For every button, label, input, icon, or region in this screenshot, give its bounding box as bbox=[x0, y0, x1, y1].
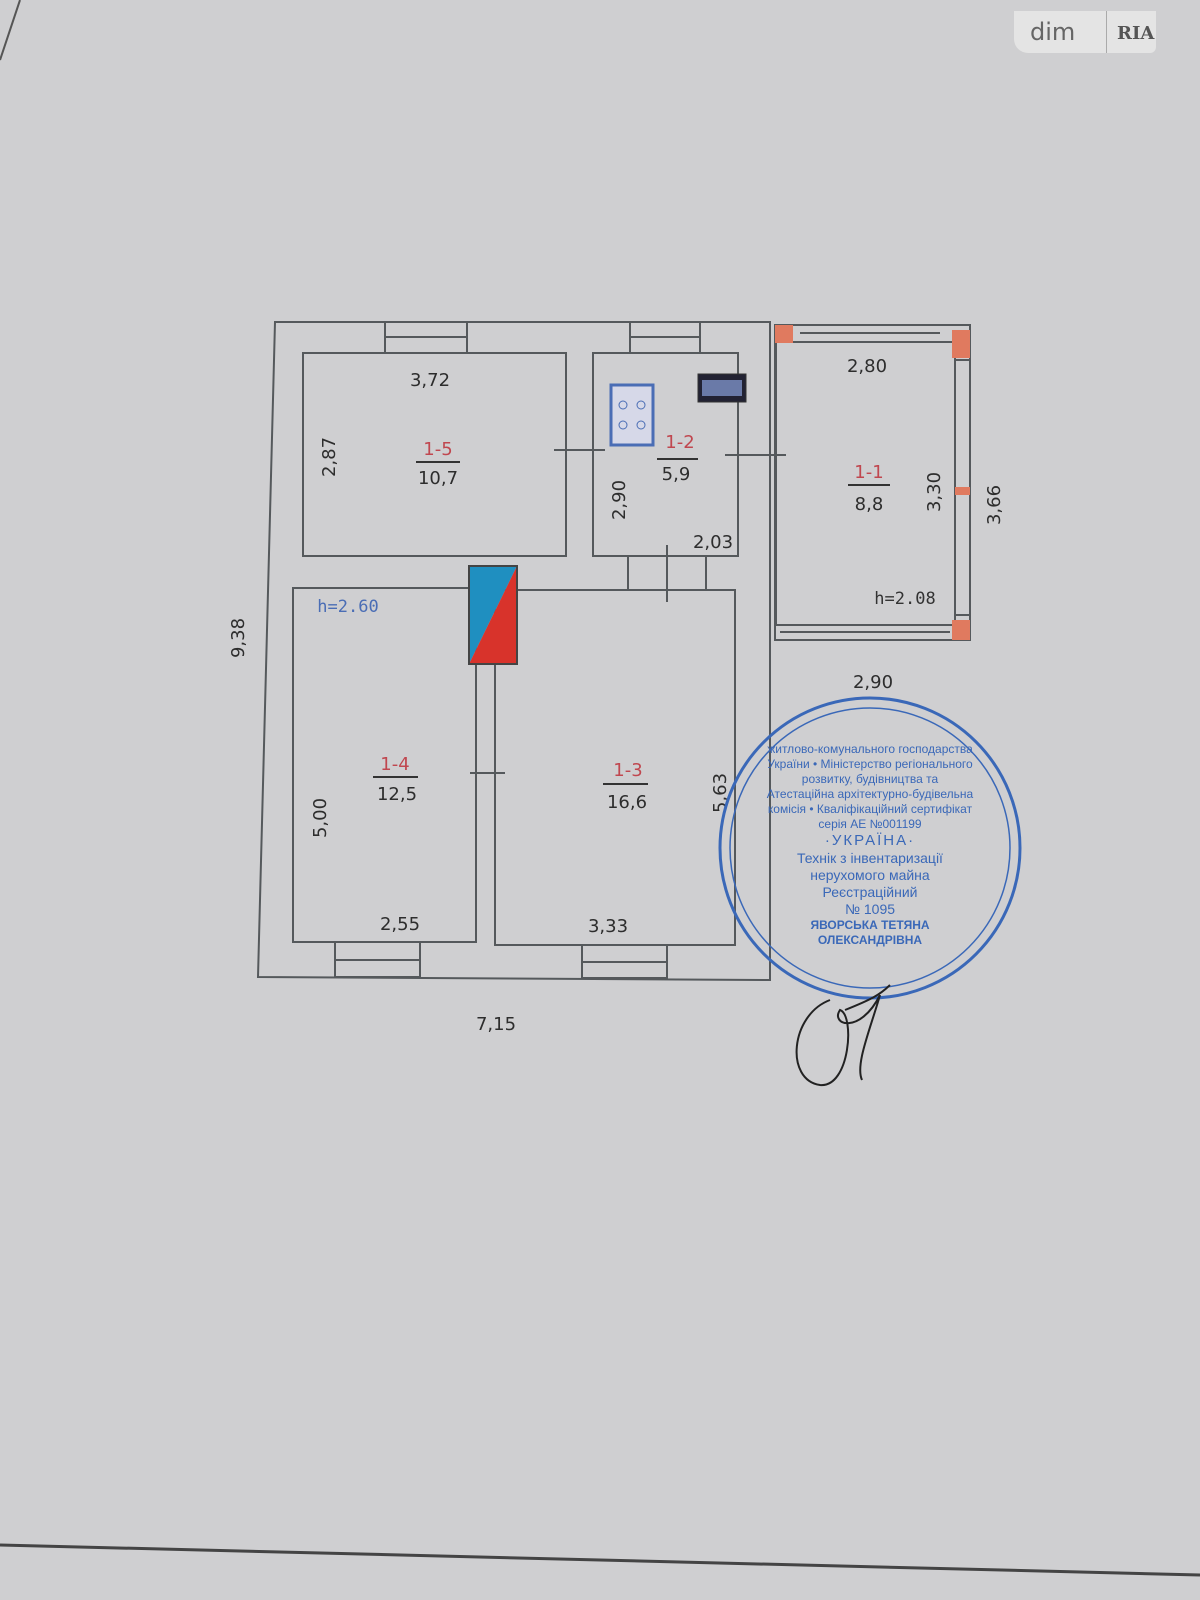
room-1-1: 1-1 8,8 2,80 2,90 3,30 3,66 h=2.08 bbox=[847, 356, 1005, 693]
room-area: 16,6 bbox=[607, 792, 647, 813]
veranda-corners bbox=[775, 325, 970, 640]
room-width: 3,33 bbox=[588, 916, 628, 937]
stamp-outer-ring: житлово-комунального господарства Україн… bbox=[767, 742, 973, 786]
page-bottom-edge bbox=[0, 1543, 1200, 1577]
room-area: 5,9 bbox=[662, 464, 691, 485]
watermark-dim: dim bbox=[1030, 18, 1076, 46]
room-1-2: 1-2 5,9 2,03 2,90 bbox=[609, 432, 733, 553]
room-id: 1-3 bbox=[613, 760, 642, 781]
room-id: 1-1 bbox=[854, 462, 883, 483]
sink-icon bbox=[697, 373, 747, 403]
watermark-ria: RIA bbox=[1106, 11, 1154, 53]
stamp-reg-number: № 1095 bbox=[844, 901, 896, 917]
room-width-bottom: 2,90 bbox=[853, 672, 893, 693]
room-width: 2,55 bbox=[380, 914, 420, 935]
room-depth-inner: 3,30 bbox=[924, 472, 945, 512]
room-depth: 5,00 bbox=[310, 798, 331, 838]
page-edge bbox=[0, 0, 21, 61]
official-stamp-rings bbox=[718, 696, 1022, 1000]
room-area: 8,8 bbox=[855, 494, 884, 515]
corner-pillar bbox=[952, 620, 970, 640]
corner-pillar bbox=[952, 330, 970, 358]
room-1-4: 1-4 12,5 2,55 5,00 h=2.60 bbox=[310, 597, 420, 935]
room-id: 1-2 bbox=[665, 432, 694, 453]
room-id: 1-5 bbox=[423, 439, 452, 460]
room-id: 1-4 bbox=[380, 754, 409, 775]
room-1-3: 1-3 16,6 3,33 5,63 bbox=[588, 760, 731, 937]
stamp-title-1: Технік з інвентаризації bbox=[797, 850, 943, 866]
corner-pillar bbox=[955, 487, 970, 495]
room-depth: 2,90 bbox=[609, 480, 630, 520]
corner-pillar bbox=[775, 325, 793, 343]
room-depth: 2,87 bbox=[319, 437, 340, 477]
room-width: 3,72 bbox=[410, 370, 450, 391]
room-1-5: 1-5 10,7 3,72 2,87 bbox=[319, 370, 460, 489]
ceiling-height: h=2.60 bbox=[317, 597, 378, 617]
overall-width: 7,15 bbox=[476, 1014, 516, 1035]
stamp-holder: ЯВОРСЬКА ТЕТЯНА ОЛЕКСАНДРІВНА bbox=[810, 918, 930, 947]
walls bbox=[256, 321, 971, 982]
stamp-reg-label: Реєстраційний bbox=[822, 884, 918, 900]
room-area: 10,7 bbox=[418, 468, 458, 489]
ceiling-height: h=2.08 bbox=[874, 589, 935, 609]
room-area: 12,5 bbox=[377, 784, 417, 805]
doorway bbox=[627, 555, 707, 591]
outer-wall bbox=[256, 321, 771, 982]
official-stamp: житлово-комунального господарства Україн… bbox=[760, 742, 980, 948]
dimria-watermark: dim RIA bbox=[1014, 11, 1156, 53]
signature bbox=[795, 984, 891, 1087]
stamp-inner-ring: Атестаційна архітектурно-будівельна комі… bbox=[766, 787, 974, 831]
stove-icon bbox=[609, 383, 655, 447]
stamp-country: ·УКРАЇНА· bbox=[824, 832, 916, 849]
room-width-top: 2,80 bbox=[847, 356, 887, 377]
overall-height: 9,38 bbox=[228, 618, 249, 658]
stamp-title-2: нерухомого майна bbox=[810, 867, 930, 883]
room-width: 2,03 bbox=[693, 532, 733, 553]
chimney-icon bbox=[468, 565, 518, 665]
room-depth-outer: 3,66 bbox=[984, 485, 1005, 525]
room-depth: 5,63 bbox=[710, 773, 731, 813]
